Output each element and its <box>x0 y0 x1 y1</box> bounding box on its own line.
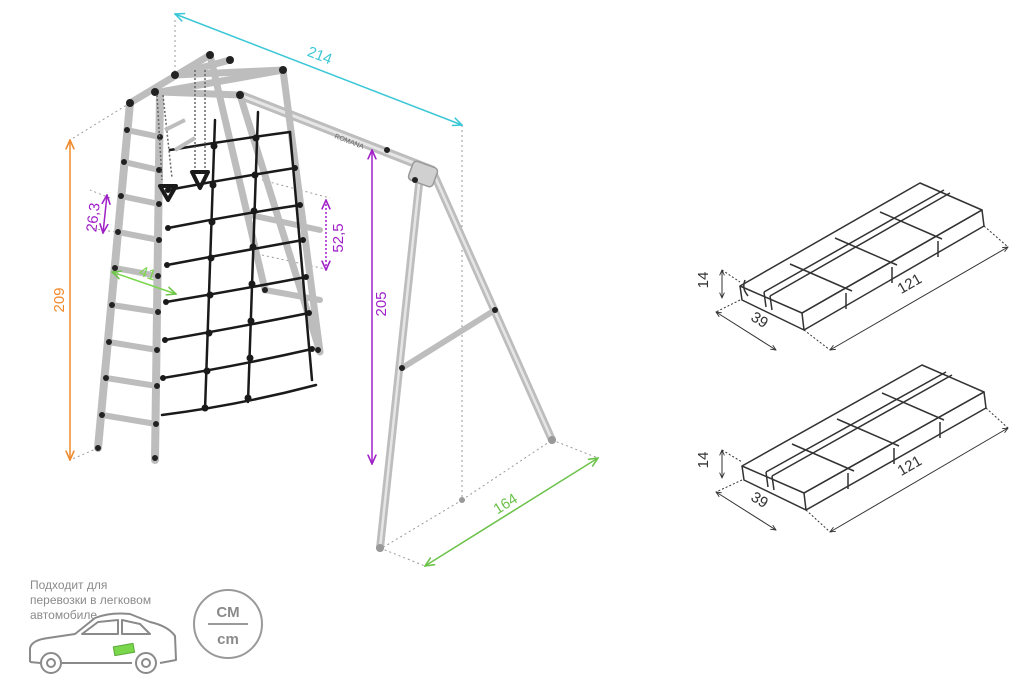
package-box-2-dims <box>716 407 1008 532</box>
units-bottom-label: cm <box>217 631 239 648</box>
package-box-1 <box>739 182 985 331</box>
units-badge-icon <box>193 589 263 659</box>
package-box-2 <box>741 364 987 511</box>
dim-beam-height-label: 205 <box>373 291 390 316</box>
dim-width-label: 214 <box>305 43 334 68</box>
package-1-width: 39 <box>748 309 771 332</box>
dim-ladder-width <box>112 272 176 294</box>
swing-frame <box>235 90 556 552</box>
package-2-height: 14 <box>695 452 712 469</box>
package-box-1-dims <box>716 225 1008 350</box>
dim-rung-spacing <box>103 195 107 233</box>
dim-depth-label: 164 <box>490 490 520 518</box>
car-icon <box>29 612 177 674</box>
dim-frame-height-label: 209 <box>51 287 68 312</box>
dim-width <box>175 14 462 125</box>
units-top-label: CM <box>216 604 239 621</box>
transport-note-line-1: Подходит для <box>30 578 108 592</box>
dim-ladder-width-label: 41 <box>137 263 158 285</box>
dim-net-cell-label: 52,5 <box>330 223 347 252</box>
net-knots <box>160 134 315 412</box>
transport-note-line-3: автомобиле <box>30 608 97 622</box>
package-1-height: 14 <box>695 272 712 289</box>
guide-lines <box>69 20 599 567</box>
transport-note-line-2: перевозки в легковом <box>30 593 152 607</box>
rope-net <box>160 110 318 417</box>
transport-note: Подходит для перевозки в легковом автомо… <box>30 578 180 623</box>
dim-depth <box>425 458 598 566</box>
dim-rung-spacing-label: 26,3 <box>83 202 103 233</box>
package-2-width: 39 <box>748 489 771 512</box>
